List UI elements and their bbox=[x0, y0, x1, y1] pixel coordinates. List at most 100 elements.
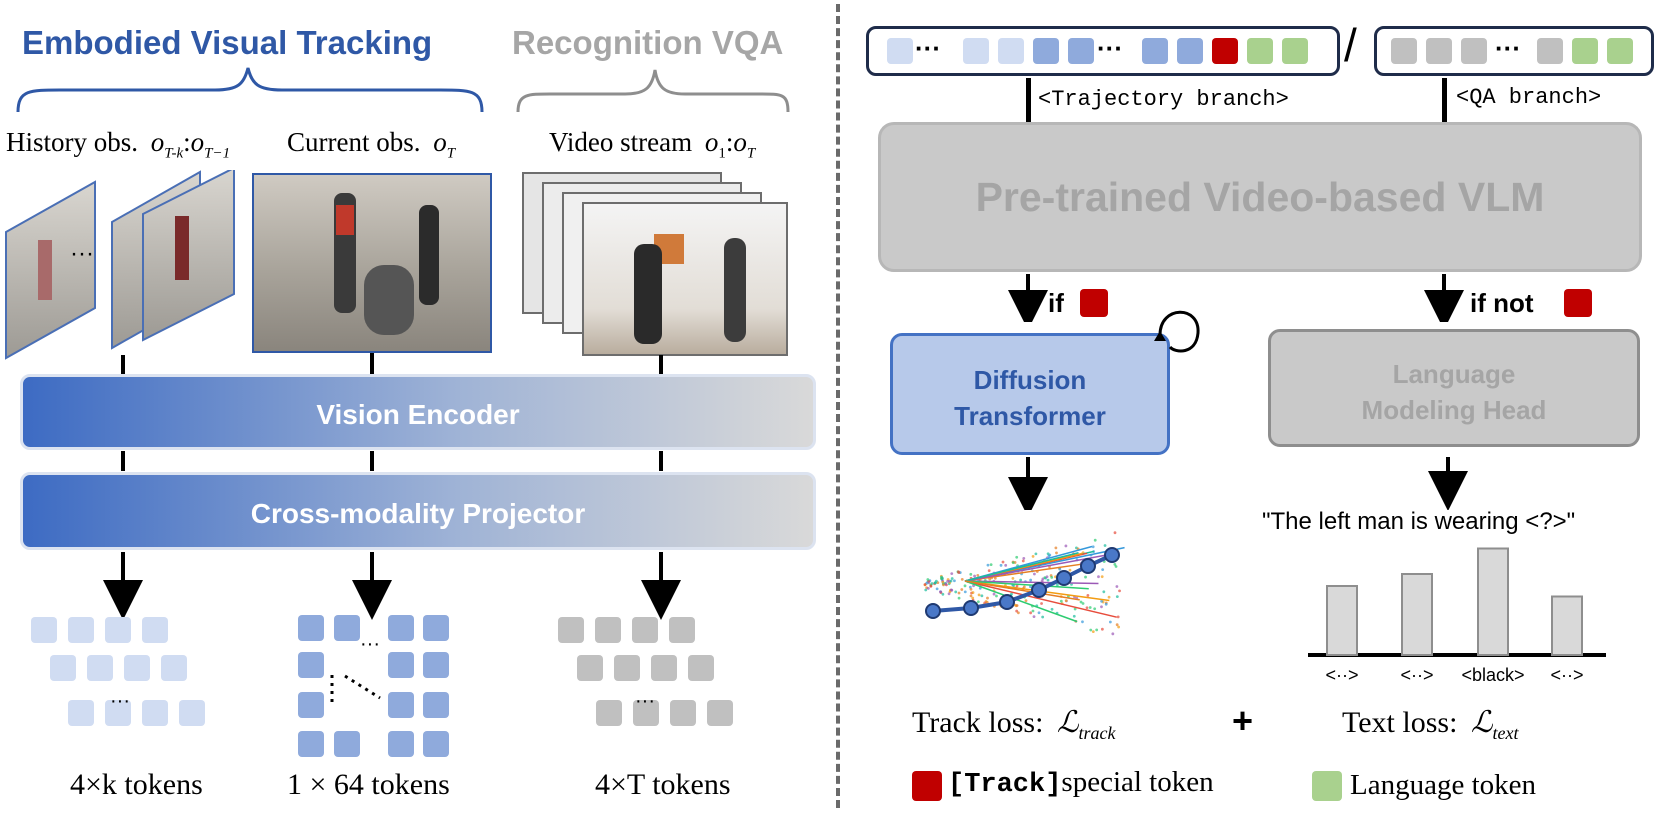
trajectory-sample-dot bbox=[929, 584, 933, 588]
predicted-waypoint bbox=[999, 594, 1015, 610]
token-current bbox=[388, 615, 414, 641]
legend-language-swatch bbox=[1312, 771, 1342, 801]
strip-ellipsis: ··· bbox=[1495, 33, 1521, 63]
predicted-waypoint bbox=[963, 600, 979, 616]
if-track-token bbox=[1080, 289, 1108, 317]
trajectory-sample-dot bbox=[1091, 545, 1095, 549]
legend-track: [Track]special token bbox=[948, 766, 1214, 800]
token-history bbox=[68, 700, 94, 726]
trajectory-sample-dot bbox=[995, 594, 998, 598]
trajectory-sample-dot bbox=[1001, 560, 1005, 564]
trajectory-sample-dot bbox=[1084, 575, 1087, 579]
trajectory-sample-dot bbox=[976, 574, 980, 577]
trajectory-sample-dot bbox=[992, 592, 996, 596]
if-not-label: if not bbox=[1470, 288, 1534, 318]
token-video bbox=[669, 617, 695, 643]
current-obs-text: Current obs. bbox=[287, 127, 421, 157]
token-current bbox=[388, 731, 414, 757]
token-history bbox=[124, 655, 150, 681]
history-person-2 bbox=[175, 216, 189, 280]
trajectory-sample-dot bbox=[971, 591, 975, 594]
branch-slash: / bbox=[1344, 19, 1357, 71]
diffusion-loop-path bbox=[1158, 310, 1200, 353]
trajectory-sample-dot bbox=[1104, 602, 1108, 606]
video-stream-sub-a: 1 bbox=[718, 145, 726, 162]
trajectory-sample-dot bbox=[1015, 555, 1019, 559]
trajectory-sample-dot bbox=[1101, 568, 1105, 572]
trajectory-sample-dot bbox=[1081, 620, 1084, 624]
trajectory-sample-dot bbox=[977, 593, 981, 597]
trajectory-sample-dot bbox=[1031, 609, 1035, 613]
trajectory-sample-dot bbox=[1115, 595, 1119, 598]
trajectory-sample-dot bbox=[944, 582, 948, 586]
histogram-label: <black> bbox=[1461, 665, 1524, 685]
token-history bbox=[68, 617, 94, 643]
trajectory-sample-dot bbox=[1050, 607, 1054, 611]
trajectory-sample-dot bbox=[957, 570, 960, 574]
trajectory-sample-dot bbox=[1097, 575, 1100, 579]
cross-modality-projector: Cross-modality Projector bbox=[20, 472, 816, 550]
vlm-output-arrows bbox=[1008, 274, 1464, 322]
trajectory-sample-dot bbox=[1072, 614, 1076, 618]
history-obs-math: o bbox=[150, 127, 165, 157]
trajectory-sample-dot bbox=[1032, 615, 1036, 619]
trajectory-sample-dot bbox=[1056, 583, 1059, 587]
trajectory-sample-line bbox=[964, 552, 1079, 582]
trajectory-sample-dot bbox=[1114, 565, 1118, 568]
trajectory-sample-dot bbox=[941, 592, 945, 596]
trajectory-sample-dot bbox=[1004, 563, 1008, 567]
trajectory-sample-line bbox=[964, 580, 1117, 618]
trajectory-sample-dot bbox=[1115, 585, 1119, 588]
trajectory-sample-line bbox=[964, 580, 1078, 623]
trajectory-sample-dot bbox=[1029, 611, 1033, 615]
token-current bbox=[423, 692, 449, 718]
trajectory-sample-dot bbox=[973, 574, 976, 578]
trajectory-sample-dot bbox=[934, 579, 938, 583]
trajectory-sample-dot bbox=[999, 563, 1003, 567]
token-probability-bars: <··><··><black><··> bbox=[1308, 547, 1606, 685]
trajectory-sample-dot bbox=[1064, 599, 1068, 602]
trajectory-sample-dot bbox=[1108, 620, 1112, 624]
diffusion-line-2: Transformer bbox=[954, 401, 1106, 431]
track-loss: Track loss: ℒtrack bbox=[912, 705, 1116, 744]
token-video bbox=[633, 700, 659, 726]
trajectory-sample-dot bbox=[926, 578, 930, 581]
trajectory-sample-dot bbox=[954, 590, 958, 594]
predicted-waypoint bbox=[1104, 547, 1120, 563]
strip-ellipsis: ··· bbox=[1097, 33, 1123, 63]
strip-token bbox=[1068, 38, 1094, 64]
diffusion-loop-arrow bbox=[1154, 310, 1200, 353]
current-obs-sub: T bbox=[446, 145, 456, 162]
text-loss: Text loss: ℒtext bbox=[1342, 705, 1519, 744]
video-stream-math-b: o bbox=[733, 127, 747, 157]
video-stream-sub-b: T bbox=[746, 145, 756, 162]
strip-token bbox=[1282, 38, 1308, 64]
legend-language: Language token bbox=[1350, 769, 1537, 801]
current-tokens-dotted-diagonal bbox=[344, 674, 381, 700]
trajectory-sample-dot bbox=[1029, 585, 1032, 589]
video-tokens-ellipsis: ··· bbox=[635, 690, 655, 712]
predicted-waypoint bbox=[1031, 582, 1047, 598]
trajectory-sample-dot bbox=[1024, 599, 1028, 603]
braces bbox=[16, 67, 790, 113]
strip-token bbox=[1247, 38, 1273, 64]
trajectory-sample-dot bbox=[1093, 538, 1097, 542]
token-history bbox=[161, 655, 187, 681]
connector-history-encoder bbox=[121, 355, 125, 375]
trajectory-sample-dot bbox=[1116, 615, 1120, 619]
trajectory-sample-dot bbox=[926, 586, 930, 590]
diffusion-transformer: Diffusion Transformer bbox=[890, 333, 1170, 455]
trajectory-sample-dot bbox=[960, 588, 964, 591]
trajectory-sample-dot bbox=[953, 579, 956, 583]
connector-current-projector bbox=[370, 451, 374, 471]
trajectory-sample-dot bbox=[963, 584, 967, 588]
video-man bbox=[634, 244, 662, 344]
lm-line-1: Language bbox=[1392, 359, 1516, 389]
strip-token bbox=[1607, 38, 1633, 64]
connector-video-projector bbox=[659, 451, 663, 471]
history-obs-text: History obs. bbox=[6, 127, 139, 157]
trajectory-sample-dot bbox=[986, 563, 990, 567]
trajectory-sample-dot bbox=[1015, 584, 1019, 588]
token-current bbox=[334, 615, 360, 641]
vqa-brace bbox=[516, 69, 790, 113]
